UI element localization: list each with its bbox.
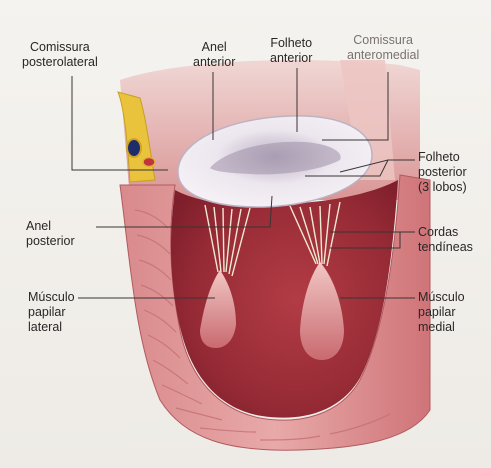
coronary-artery — [127, 139, 141, 157]
label-musculo-papilar-medial: Músculo papilar medial — [418, 290, 465, 335]
label-anel-posterior: Anel posterior — [26, 219, 75, 249]
label-folheto-posterior: Folheto posterior (3 lobos) — [418, 150, 467, 195]
coronary-sinus — [143, 158, 155, 167]
label-comissura-anteromedial: Comissura anteromedial — [347, 33, 419, 63]
label-comissura-posterolateral: Comissura posterolateral — [22, 40, 98, 70]
label-musculo-papilar-lateral: Músculo papilar lateral — [28, 290, 75, 335]
label-cordas-tendineas: Cordas tendíneas — [418, 225, 473, 255]
label-folheto-anterior: Folheto anterior — [270, 36, 312, 66]
label-anel-anterior: Anel anterior — [193, 40, 235, 70]
